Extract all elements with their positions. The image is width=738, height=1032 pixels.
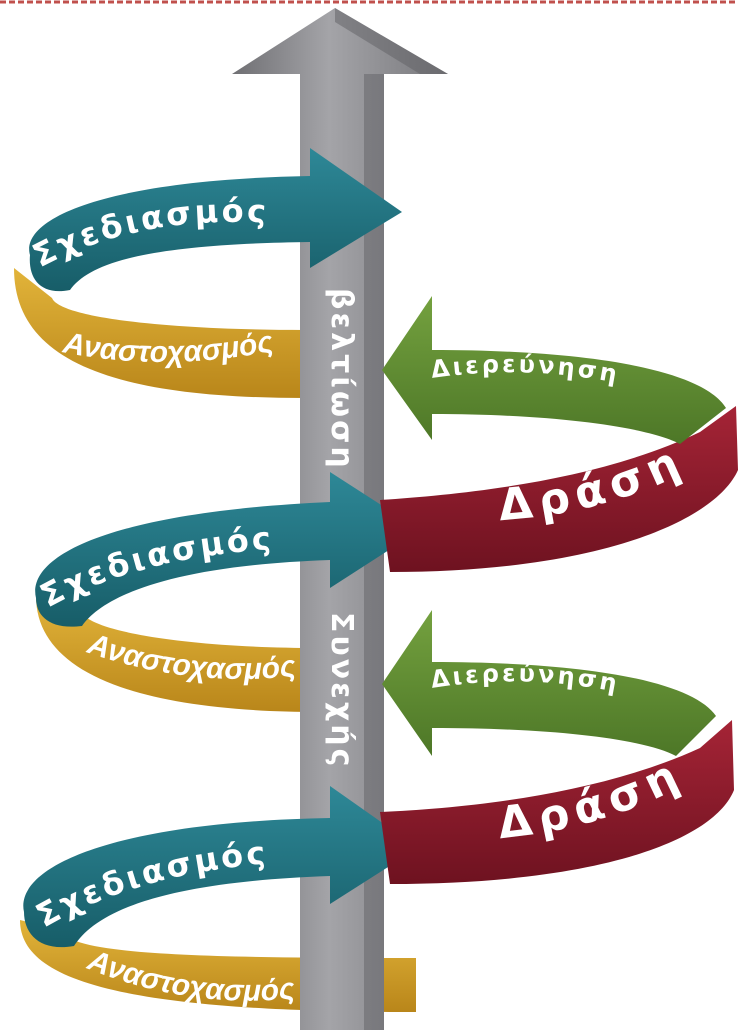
exploration-ribbon-2 <box>382 610 716 756</box>
reflection-label-3: Αναστοχασμός <box>83 943 296 1007</box>
action-ribbon-1 <box>380 406 738 572</box>
exploration-ribbon-1 <box>382 296 726 444</box>
planning-ribbon-2 <box>35 472 420 627</box>
planning-ribbon-1 <box>29 148 402 292</box>
reflection-ribbon-2 <box>36 596 320 712</box>
action-ribbon-2 <box>380 720 734 884</box>
reflection-ribbon-1 <box>14 268 305 398</box>
spine-label-continuous: Συνεχής <box>324 612 359 769</box>
planning-ribbon-3 <box>23 786 418 948</box>
spine-label-improvement: βελτίωση <box>324 288 359 471</box>
svg-text:Αναστοχασμός: Αναστοχασμός <box>83 943 296 1007</box>
